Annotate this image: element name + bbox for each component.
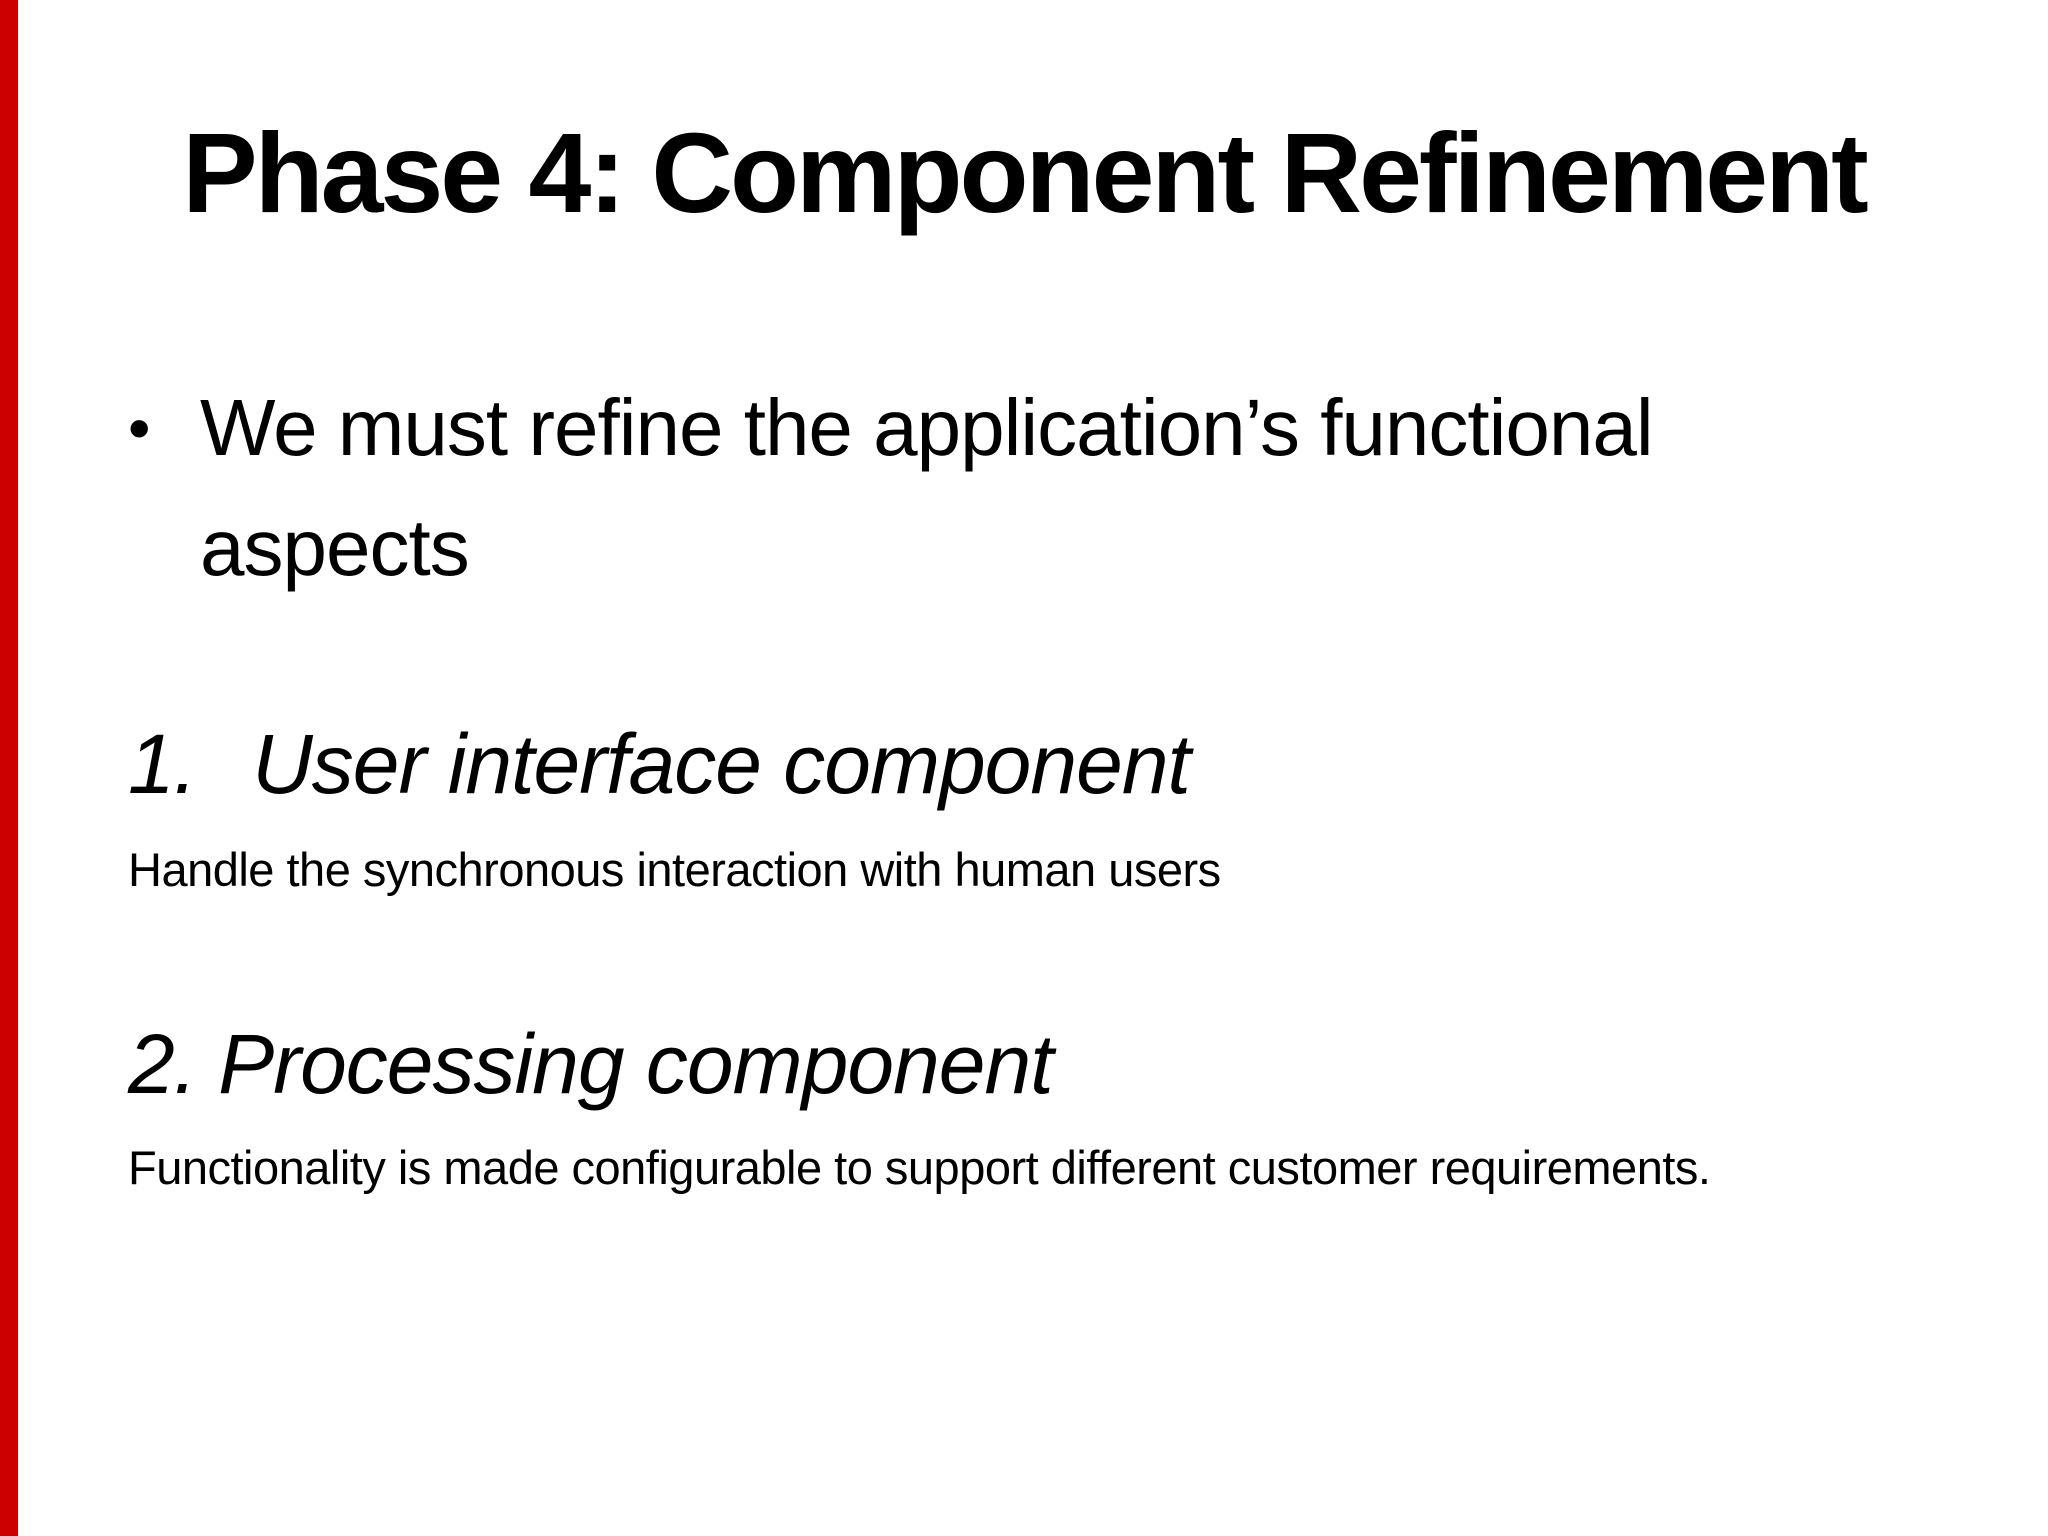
item-2-heading: 2.Processing component [128, 1012, 1988, 1116]
slide-title: Phase 4: Component Refinement [182, 110, 1869, 236]
left-accent-bar [0, 0, 18, 1536]
item-2-title: Processing component [218, 1017, 1053, 1111]
bullet-item: • We must refine the application’s funct… [128, 368, 1908, 608]
item-2-description: Functionality is made configurable to su… [128, 1141, 1711, 1194]
item-1-title: User interface component [252, 717, 1191, 811]
list-item-1: 1. User interface component Handle the sy… [128, 712, 1988, 900]
bullet-marker: • [128, 392, 151, 464]
list-item-2: 2.Processing component Functionality is … [128, 1012, 1988, 1198]
item-1-description: Handle the synchronous interaction with … [128, 843, 1221, 896]
item-1-heading: 1. User interface component [128, 712, 1988, 816]
bullet-text: We must refine the application’s functio… [200, 383, 1654, 592]
item-2-number: 2. [128, 1017, 197, 1111]
item-1-number: 1. [128, 717, 197, 811]
